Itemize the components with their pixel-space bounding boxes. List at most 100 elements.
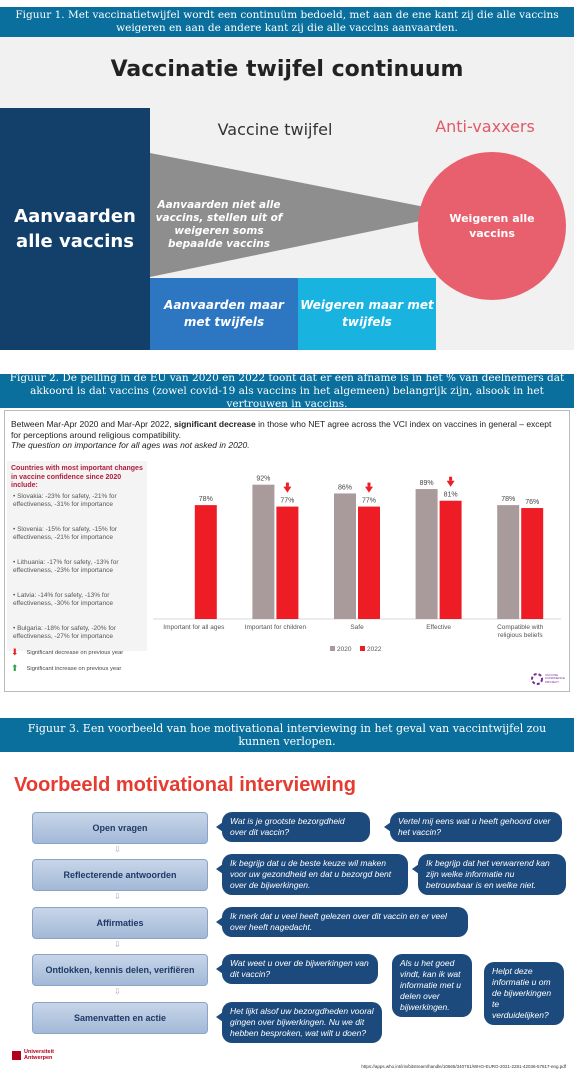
step-arrow-icon: ⇩ [114,845,121,854]
country-item-text: Bulgaria: -18% for safety, -20% for effe… [13,625,116,640]
university-logo: Universiteit Antwerpen [12,1049,64,1061]
country-item: • Bulgaria: -18% for safety, -20% for ef… [13,625,116,640]
legend-decrease-text: Significant decrease on previous year [26,649,124,656]
step-summarize-action: Samenvatten en actie [32,1002,208,1034]
speech-bubble: Wat weet u over de bijwerkingen van dit … [216,954,378,984]
country-panel-heading: Countries with most important changes in… [11,465,143,489]
intro-text-b: significant decrease [174,419,256,429]
data-label: 92% [256,476,270,483]
category-label: Effective [426,624,451,631]
country-item: • Slovakia: -23% for safety, -21% for ef… [13,493,117,508]
survey-intro: Between Mar-Apr 2020 and Mar-Apr 2022, s… [11,419,563,451]
speech-bubble: Ik begrijp dat u de beste keuze wil make… [216,854,408,895]
mi-title: Voorbeeld motivational interviewing [14,774,356,796]
speech-bubble: Het lijkt alsof uw bezorgdheden vooral g… [216,1002,382,1043]
accept-with-doubt-box: Aanvaarden maar met twijfels [150,278,298,350]
legend-label: 2022 [367,646,382,653]
country-item: • Slovenia: -15% for safety, -15% for ef… [13,526,118,541]
category-label: Important for children [245,624,307,631]
bar-2022 [358,506,380,619]
decrease-arrow-icon [446,480,455,487]
bar-2022 [276,506,299,619]
vaccine-confidence-chart: 78% Important for all ages 92% 77% Important… [153,476,561,653]
figure-3-caption: Figuur 3. Een voorbeeld van hoe motivati… [0,718,574,752]
anti-vaxxers-label: Anti-vaxxers [435,117,535,136]
university-logo-text: Universiteit Antwerpen [24,1049,54,1061]
speech-bubble: Helpt deze informatie u om de bijwerking… [484,962,564,1025]
category-label: Compatible with [497,624,544,631]
category-label: Safe [350,624,364,631]
figure-3-motivational-interviewing: Voorbeeld motivational interviewing Open… [4,752,570,1070]
step-open-questions: Open vragen [32,812,208,844]
decrease-arrow-icon [283,486,292,493]
speech-bubble: Vertel mij eens wat u heeft gehoord over… [384,812,562,842]
hesitancy-triangle [150,153,430,277]
legend-swatch-2022 [360,646,365,651]
step-reflective-answers: Reflecterende antwoorden [32,859,208,891]
refuse-all-circle: Weigeren alle vaccins [418,152,566,300]
decrease-arrow-stem [367,482,371,487]
data-label: 86% [338,484,352,491]
step-label: Open vragen [92,823,148,833]
legend-decrease: ⬇ Significant decrease on previous year [11,647,123,658]
vaccine-hesitancy-label: Vaccine twijfel [217,120,333,139]
country-item-text: Latvia: -14% for safety, -13% for effect… [13,592,113,607]
accept-all-box: Aanvaarden alle vaccins [0,108,150,350]
source-url: https://apps.who.int/iris/bitstream/hand… [361,1064,566,1069]
country-item: • Lithuania: -17% for safety, -13% for e… [13,559,119,574]
vcp-logo-icon [531,673,543,685]
vcp-logo: VACCINE CONFIDENCE PROJECT [531,673,567,685]
legend-increase-text: Significant increase on previous year [26,665,122,672]
data-label: 77% [362,498,376,505]
step-label: Samenvatten en actie [73,1013,167,1023]
university-logo-icon [12,1050,21,1060]
bar-2020 [497,505,520,619]
category-label: Important for all ages [163,624,225,631]
refuse-all-text: Weigeren alle vaccins [449,212,535,240]
decrease-arrow-icon [365,486,373,493]
down-arrow-icon: ⬇ [11,647,19,657]
speech-bubble: Wat is je grootste bezorgdheid over dit … [216,812,370,842]
data-label: 89% [420,480,434,487]
legend-increase: ⬆ Significant increase on previous year [11,663,121,674]
figure-2-survey: Between Mar-Apr 2020 and Mar-Apr 2022, s… [4,410,570,692]
decrease-arrow-stem [285,482,289,487]
step-elicit-share-verify: Ontlokken, kennis delen, verifiëren [32,954,208,986]
data-label: 78% [501,496,515,503]
data-label: 76% [525,499,539,506]
data-label: 77% [280,498,294,505]
data-label: 81% [444,492,458,499]
legend-label: 2020 [337,646,352,653]
continuum-title: Vaccinatie twijfel continuum [110,57,464,82]
bar-2020 [415,489,438,619]
data-label: 78% [199,496,213,503]
speech-bubble: Ik begrijp dat het verwarrend kan zijn w… [412,854,566,895]
intro-text-a: Between Mar-Apr 2020 and Mar-Apr 2022, [11,419,175,429]
country-item: • Latvia: -14% for safety, -13% for effe… [13,592,113,607]
step-arrow-icon: ⇩ [114,987,121,996]
intro-note: The question on importance for all ages … [11,440,250,450]
step-label: Ontlokken, kennis delen, verifiëren [45,965,195,975]
bar-2020 [334,493,356,619]
bar-2022 [521,508,544,619]
figure-1-caption: Figuur 1. Met vaccinatietwijfel wordt ee… [0,7,574,37]
speech-bubble: Ik merk dat u veel heeft gelezen over di… [216,907,468,937]
intro-text-c: in those who NET agree across the VCI in… [11,419,552,440]
refuse-with-doubt-box: Weigeren maar met twijfels [298,278,436,350]
bar-2022 [194,505,217,619]
figure-1-continuum: Vaccinatie twijfel continuum Aanvaarden … [0,37,574,350]
country-panel [7,461,147,651]
legend-swatch-2020 [330,646,335,651]
up-arrow-icon: ⬆ [11,663,19,673]
speech-bubble: Als u het goed vindt, kan ik wat informa… [392,954,472,1017]
decrease-arrow-stem [449,476,453,481]
bar-2022 [439,500,462,619]
country-item-text: Slovenia: -15% for safety, -15% for effe… [13,526,118,541]
step-arrow-icon: ⇩ [114,940,121,949]
country-item-text: Slovakia: -23% for safety, -21% for effe… [13,493,117,508]
step-arrow-icon: ⇩ [114,892,121,901]
hesitancy-triangle-text: Aanvaarden niet alle vaccins, stellen ui… [155,199,283,250]
step-affirmations: Affirmaties [32,907,208,939]
step-label: Affirmaties [96,918,144,928]
category-label: religious beliefs [498,632,544,639]
